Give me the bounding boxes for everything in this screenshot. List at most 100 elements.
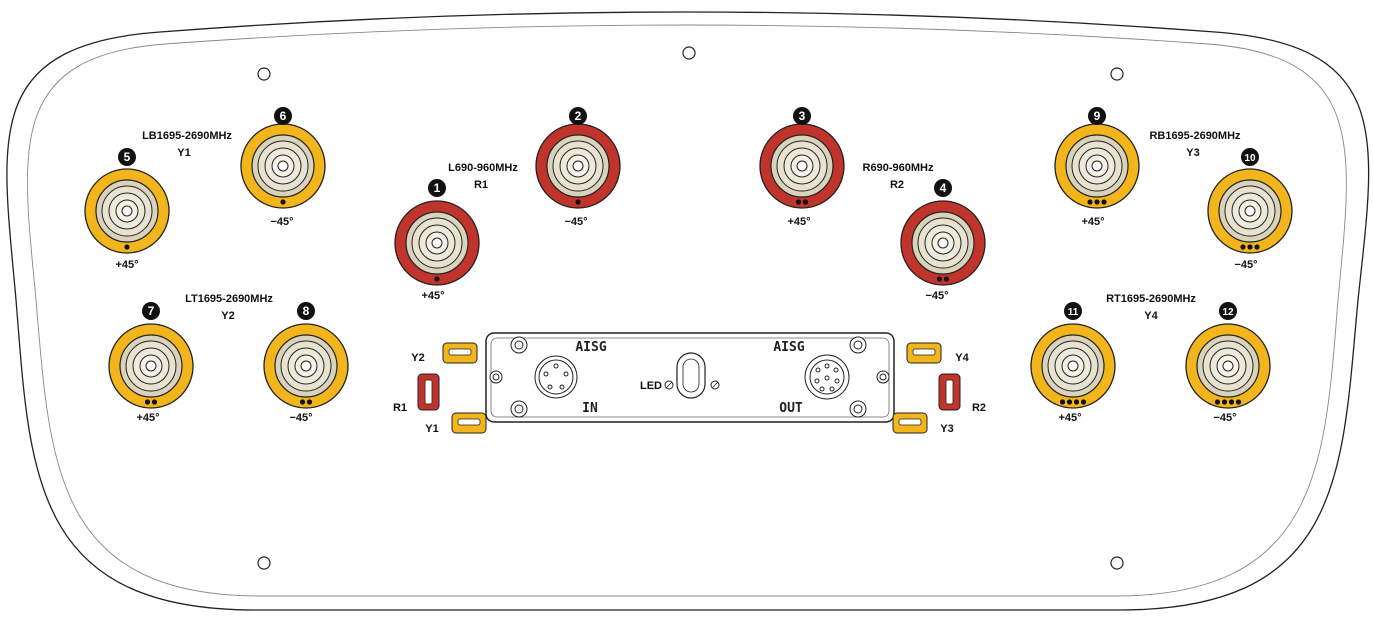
rf-connector-8[interactable] (263, 323, 349, 409)
port-tag-label-r2: R2 (972, 402, 986, 414)
rf-connector-6[interactable] (240, 123, 326, 209)
connector-number: 11 (1068, 307, 1079, 318)
polarization-label: −45° (1234, 259, 1257, 271)
connector-number: 3 (799, 109, 806, 123)
connector-number: 4 (940, 181, 947, 195)
port-tag-label-y2: Y2 (411, 352, 424, 364)
indicator-dot (575, 199, 581, 205)
band-group-y4: Y4 (1144, 310, 1158, 322)
mounting-hole (1110, 556, 1124, 570)
polarization-label: +45° (136, 412, 159, 424)
indicator-dot (1254, 244, 1260, 250)
mounting-hole (682, 46, 696, 60)
rf-connector-11[interactable] (1030, 323, 1116, 409)
port-tag-label-r1: R1 (393, 402, 407, 414)
mounting-hole (1110, 67, 1124, 81)
connector-number-badge: 8 (297, 302, 315, 320)
band-label-rb: RB1695-2690MHz (1149, 130, 1241, 142)
port-tag-label-y4: Y4 (955, 352, 969, 364)
panel-screws (489, 336, 890, 418)
led-label: LED (640, 380, 662, 392)
indicator-dot (1247, 244, 1253, 250)
port-tag-label-y1: Y1 (425, 423, 438, 435)
aisg-out-connector[interactable] (804, 354, 850, 400)
rf-connector-2[interactable] (535, 123, 621, 209)
indicator-dot (1087, 199, 1093, 205)
connector-number: 1 (434, 181, 441, 195)
indicator-dot (943, 276, 950, 282)
aisg-in-connector[interactable] (534, 355, 578, 399)
band-group-r2: R2 (890, 179, 904, 191)
aisg-in-title: AISG (575, 340, 606, 355)
band-group-y3: Y3 (1186, 147, 1199, 159)
indicator-dot (1240, 244, 1246, 250)
connector-number: 2 (575, 109, 582, 123)
rf-connector-12[interactable] (1185, 323, 1271, 409)
polarization-label: −45° (1213, 412, 1236, 424)
port-tags: Y2 R1 Y1 Y4 R2 Y3 (393, 342, 986, 435)
rf-connector-9[interactable] (1054, 123, 1140, 209)
band-label-r: R690-960MHz (863, 162, 934, 174)
polarization-label: +45° (115, 259, 138, 271)
connector-number: 12 (1222, 307, 1234, 318)
rf-connectors: 1 +45° 2 −45° 3 +45° 4 −45° 5 +45° 6 −45° 7 +45° 8 −45°… (84, 107, 1293, 424)
band-label-lt: LT1695-2690MHz (185, 293, 273, 305)
connector-number-badge: 12 (1219, 302, 1237, 320)
housing-outline (6, 11, 1370, 611)
connector-number-badge: 5 (118, 148, 136, 166)
mounting-hole (257, 556, 271, 570)
indicator-dot (144, 399, 151, 405)
indicator-dot (299, 399, 306, 405)
connector-number-badge: 6 (274, 107, 292, 125)
port-tag-label-y3: Y3 (940, 423, 953, 435)
connector-number-badge: 3 (793, 107, 811, 125)
rf-connector-3[interactable] (759, 123, 845, 209)
rf-connector-1[interactable] (394, 200, 480, 286)
rf-connector-4[interactable] (900, 200, 986, 286)
polarization-label: −45° (925, 290, 948, 302)
band-label-l: L690-960MHz (448, 162, 518, 174)
indicator-dot (1214, 399, 1221, 405)
rf-connector-5[interactable] (84, 168, 170, 254)
polarization-label: −45° (564, 216, 587, 228)
indicator-dot (1059, 399, 1066, 405)
band-label-rt: RT1695-2690MHz (1106, 293, 1196, 305)
band-labels: LB1695-2690MHz Y1 L690-960MHz R1 R690-96… (142, 130, 1241, 322)
aisg-out-title: AISG (773, 340, 804, 355)
connector-number: 6 (280, 109, 287, 123)
rf-connector-10[interactable] (1207, 168, 1293, 254)
connector-number: 9 (1094, 109, 1101, 123)
rf-connector-7[interactable] (108, 323, 194, 409)
indicator-dot (1080, 399, 1087, 405)
band-label-lb: LB1695-2690MHz (142, 130, 232, 142)
polarization-label: −45° (289, 412, 312, 424)
polarization-label: +45° (1081, 216, 1104, 228)
indicator-dot (1228, 399, 1235, 405)
led-window (676, 352, 706, 399)
indicator-dot (1073, 399, 1080, 405)
indicator-dot (1221, 399, 1228, 405)
connector-number-badge: 9 (1088, 107, 1106, 125)
indicator-dot (1235, 399, 1242, 405)
indicator-dot (1101, 199, 1107, 205)
indicator-dot (124, 244, 130, 250)
connector-number-badge: 10 (1241, 148, 1259, 166)
connector-number-badge: 11 (1064, 302, 1082, 320)
polarization-label: −45° (270, 216, 293, 228)
connector-number: 7 (148, 304, 155, 318)
indicator-dot (936, 276, 943, 282)
connector-number-badge: 2 (569, 107, 587, 125)
connector-number: 5 (124, 150, 131, 164)
band-group-y2: Y2 (221, 310, 234, 322)
polarization-label: +45° (787, 216, 810, 228)
band-group-r1: R1 (474, 179, 488, 191)
connector-number-badge: 4 (934, 179, 952, 197)
polarization-label: +45° (421, 290, 444, 302)
connector-number: 10 (1244, 153, 1256, 164)
indicator-dot (795, 199, 802, 205)
indicator-dot (280, 199, 286, 205)
connector-number-badge: 7 (142, 302, 160, 320)
connector-number-badge: 1 (428, 179, 446, 197)
aisg-panel: AISG IN LED AISG OUT (485, 332, 895, 423)
